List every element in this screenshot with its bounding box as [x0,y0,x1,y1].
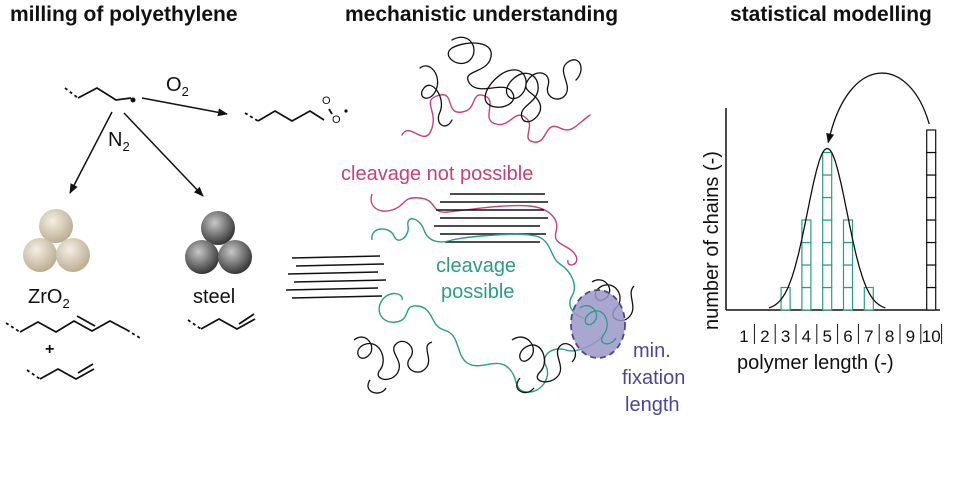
distribution-curve [768,147,886,309]
fixation-inner-chain [579,305,617,345]
bar-segment-3 [780,286,791,311]
redistribution-arrow [826,72,930,144]
arrow-to-steel [123,112,204,197]
coiled-chain-top [401,36,591,143]
zro2-label: ZrO2 [28,286,70,311]
bar-segment-5 [822,196,833,221]
bar-segment-4 [801,286,812,311]
zro2-product-alkene [26,363,95,381]
x-tick-label: 7 [864,327,873,346]
bar-segment-10 [926,219,937,244]
bar-segment-10 [926,129,937,154]
bar-segment-10 [926,151,937,176]
bar-segment-10 [926,196,937,221]
bar-segment-5 [822,219,833,244]
steel-product-alkene [187,313,256,331]
arrow-to-peroxy [141,97,228,117]
bar-segment-4 [801,241,812,266]
zro2-balls [23,209,90,272]
cleavage-possible-label-1: cleavage [436,255,516,277]
plus-sign: + [45,341,54,358]
bar-segment-6 [842,241,854,266]
bar-segment-5 [822,264,833,289]
bar-segment-4 [801,264,812,289]
fixation-label-3: length [625,394,680,416]
coiled-chain-bottom-left [353,336,433,394]
steel-label: steel [193,286,235,308]
header-milling: milling of polyethylene [10,3,238,26]
bar-segment-10 [926,174,937,199]
x-tick-label: 6 [843,327,852,346]
crystalline-lamellae [285,193,548,299]
fixation-label-2: fixation [622,367,685,389]
bar-segment-5 [822,174,833,199]
bar-segment-6 [842,264,854,289]
bar-segment-5 [822,286,833,311]
green-chain [371,218,605,393]
bar-segment-7 [863,286,874,311]
header-statistical: statistical modelling [730,3,932,26]
header-mechanistic: mechanistic understanding [345,3,619,26]
fixation-ellipse [570,289,626,359]
pink-chain-lower [370,193,578,266]
coiled-chain-bottom-right [511,336,577,394]
x-tick-label: 1 [739,327,748,346]
steel-balls [185,211,252,274]
svg-text:O: O [322,95,331,107]
fixation-label-1: min. [633,340,671,362]
x-axis-label: polymer length (-) [737,352,894,374]
x-tick-label: 8 [885,327,894,346]
svg-text:O: O [332,114,341,126]
bar-segment-10 [926,286,937,311]
radical-chain [64,86,136,103]
peroxy-radical: O O [244,95,348,126]
bar-segment-5 [822,151,833,176]
nitrogen-label: N2 [108,129,130,154]
cleavage-not-possible-label: cleavage not possible [341,163,533,185]
x-tick-label: 5 [822,327,831,346]
bar-segment-10 [926,264,937,289]
x-tick-label: 3 [781,327,790,346]
cleavage-possible-label-2: possible [441,281,514,303]
y-axis-label: number of chains (-) [701,151,723,330]
arrow-to-zro2 [69,111,113,194]
x-tick-label: 2 [760,327,769,346]
zro2-product-chain [5,315,141,339]
x-tick-label: 10 [922,327,941,346]
oxygen-label: O2 [166,74,189,99]
bar-segment-10 [926,241,937,266]
x-tick-label: 9 [906,327,915,346]
x-tick-label: 4 [802,327,811,346]
bar-segment-6 [842,286,854,311]
bar-segment-5 [822,241,833,266]
